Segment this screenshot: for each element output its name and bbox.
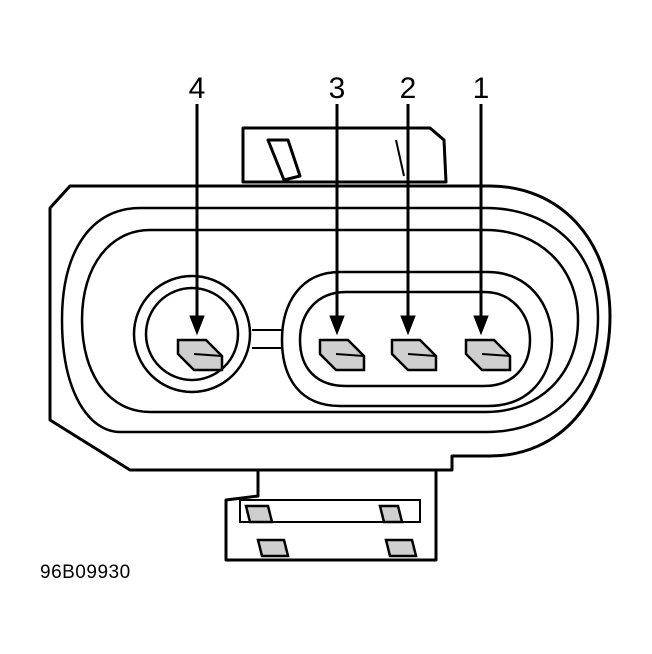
top-locking-tab — [241, 126, 448, 184]
arrowhead-pin-4 — [189, 315, 205, 336]
terminal-pin-3 — [318, 338, 366, 372]
bottom-locking-tab — [224, 468, 438, 562]
pin-label-3: 3 — [329, 72, 346, 105]
figure-code: 96B09930 — [40, 562, 131, 583]
pin-arrows — [189, 104, 489, 336]
pin-label-4: 4 — [189, 72, 206, 105]
round-cavity — [132, 274, 252, 394]
terminal-pin-4 — [176, 338, 224, 372]
terminal-pin-2 — [390, 338, 438, 372]
arrowhead-pin-1 — [473, 315, 489, 336]
pin-label-1: 1 — [473, 72, 490, 105]
arrowhead-pin-2 — [400, 315, 416, 336]
pin-label-2: 2 — [400, 72, 417, 105]
terminal-pin-1 — [464, 338, 512, 372]
arrowhead-pin-3 — [329, 315, 345, 336]
